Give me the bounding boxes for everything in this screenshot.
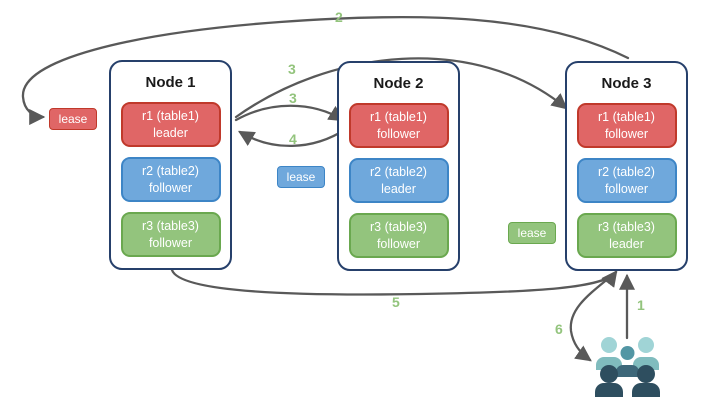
- node-2-replica-r2: r2 (table2) leader: [348, 158, 449, 203]
- node-1-title: Node 1: [145, 74, 196, 91]
- node-1-replica-r2: r2 (table2) follower: [120, 157, 221, 202]
- node-2-title: Node 2: [373, 75, 424, 92]
- node-1-replica-r3: r3 (table3) follower: [120, 212, 221, 257]
- node-3-replica-r2: r2 (table2) follower: [576, 158, 677, 203]
- replica-name: r3 (table3): [370, 220, 427, 235]
- replica-name: r1 (table1): [598, 110, 655, 125]
- step-label-5: 5: [392, 294, 400, 310]
- replica-name: r1 (table1): [142, 109, 199, 124]
- replica-name: r1 (table1): [370, 110, 427, 125]
- node-2-replica-r3: r3 (table3) follower: [348, 213, 449, 258]
- replica-name: r2 (table2): [370, 165, 427, 180]
- node-2-replica-r1: r1 (table1) follower: [348, 103, 449, 148]
- users-group-icon: [595, 337, 660, 397]
- node-1-replica-r1: r1 (table1) leader: [120, 102, 221, 147]
- node-3-replica-r3: r3 (table3) leader: [576, 213, 677, 258]
- replica-role: follower: [604, 126, 649, 141]
- arrow-step3-leader-to-node2: [234, 104, 345, 122]
- replica-name: r2 (table2): [598, 165, 655, 180]
- lease-tag-table2: lease: [277, 166, 325, 188]
- node-3-replica-r1: r1 (table1) follower: [576, 103, 677, 148]
- replica-role: follower: [376, 126, 421, 141]
- replica-name: r2 (table2): [142, 164, 199, 179]
- replica-role: follower: [148, 235, 193, 250]
- lease-tag-table3: lease: [508, 222, 556, 244]
- replica-role: leader: [153, 125, 188, 140]
- node-3-title: Node 3: [601, 75, 652, 92]
- node-1-box: Node 1 r1 (table1) leader r2 (table2) fo…: [109, 60, 232, 270]
- step-label-3b: 3: [289, 90, 297, 106]
- step-label-6: 6: [555, 321, 563, 337]
- arrow-step5-node1-to-node3: [170, 268, 618, 296]
- lease-tag-table1: lease: [49, 108, 97, 130]
- step-label-4: 4: [289, 131, 297, 147]
- replica-name: r3 (table3): [142, 219, 199, 234]
- replica-role: follower: [376, 236, 421, 251]
- step-label-3a: 3: [288, 61, 296, 77]
- step-label-2: 2: [335, 9, 343, 25]
- replica-role: leader: [609, 236, 644, 251]
- replica-role: leader: [381, 181, 416, 196]
- replica-name: r3 (table3): [598, 220, 655, 235]
- replica-role: follower: [604, 181, 649, 196]
- replica-role: follower: [148, 180, 193, 195]
- step-label-1: 1: [637, 297, 645, 313]
- node-3-box: Node 3 r1 (table1) follower r2 (table2) …: [565, 61, 688, 271]
- node-2-box: Node 2 r1 (table1) follower r2 (table2) …: [337, 61, 460, 271]
